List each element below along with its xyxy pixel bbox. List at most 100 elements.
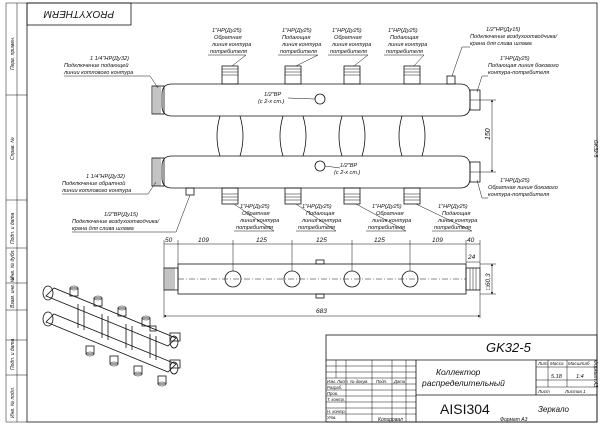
callout-bl-desc2: линии котлового контура xyxy=(61,188,131,194)
callout-bl-desc1: Подключение обратной xyxy=(62,180,125,187)
callout-top-2: 1"НР(Ду25) Подающая линия контура потреб… xyxy=(278,28,321,67)
callout-rm-desc1: Подающая линия бокового xyxy=(488,63,559,69)
callout-t1-l2: Обратная xyxy=(214,35,242,41)
bypass-tubes xyxy=(216,115,426,157)
title-name-line1: Коллектор xyxy=(436,367,481,377)
callout-bottom-4: 1"НР(Ду25) Подающая линия контура потреб… xyxy=(415,203,477,232)
dim-label-24: 24 xyxy=(467,254,476,261)
callout-sl-b: (с 2-х ст.) xyxy=(334,170,360,176)
side-label-inv-dubl: Инв. № дубл. xyxy=(10,249,16,280)
callout-t1-l4: потребителя xyxy=(210,49,247,55)
callout-sensor-lower: 1/2"ВР (с 2-х ст.) xyxy=(324,163,360,176)
dim-label-60-3: □60,3 xyxy=(485,273,492,290)
side-label-podp-data-2: Подп. и дата xyxy=(10,338,16,370)
callout-top-3: 1"НР(Ду25) Обратная линия контура потреб… xyxy=(328,28,371,67)
callout-b2-l4: потребителя xyxy=(298,225,335,231)
title-utv: Утв. xyxy=(327,415,337,420)
callout-t1-l1: 1"НР(Ду25) xyxy=(212,28,242,34)
title-mass: 5.18 xyxy=(551,374,563,380)
brand-name: PROXYTHERM xyxy=(43,8,114,19)
collector-top-view xyxy=(163,259,481,299)
callout-tl-size: 1 1/4"НР(Ду32) xyxy=(90,56,129,62)
callout-rb-desc2: контура-потребителя xyxy=(488,192,549,198)
collector-front-view xyxy=(151,65,481,205)
title-block: GK32-5 Коллектор распределительный AISI3… xyxy=(325,334,598,423)
title-code: GK32-5 xyxy=(486,340,532,355)
callout-t2-l4: потребителя xyxy=(280,49,317,55)
callout-right-bottom: 1"НР(Ду25) Обратная линия бокового конту… xyxy=(476,178,558,199)
callout-b3-l1: 1"НР(Ду25) xyxy=(372,204,402,210)
callout-ld-desc1: Подключение воздухоотводчика/ xyxy=(72,219,160,225)
title-sheet: Лист xyxy=(537,389,550,394)
callout-tl-desc1: Подключение подающей xyxy=(64,62,128,69)
callout-tl-desc2: линии котлового контура xyxy=(63,70,133,76)
sensor-port-upper xyxy=(314,93,326,105)
callout-sensor-upper: 1/2"ВР (с 2-х ст.) xyxy=(258,92,316,105)
title-tkontr: Т. контр. xyxy=(327,397,345,402)
sensor-port-lower xyxy=(314,160,326,172)
callout-tr-desc2: крана для слива шлама xyxy=(470,41,532,47)
dim-label-50: 50 xyxy=(165,237,173,244)
callout-bottom-2: 1"НР(Ду25) Подающая линия контура потреб… xyxy=(295,203,341,232)
edge-stamp-format: Формат АЗ xyxy=(592,360,598,387)
top-outlets xyxy=(221,65,421,85)
callout-t4-l1: 1"НР(Ду25) xyxy=(388,28,418,34)
air-vent-port xyxy=(446,75,456,85)
callout-rb-desc1: Обратная линия бокового xyxy=(488,185,558,191)
title-row-list: Лист xyxy=(336,379,348,384)
callout-t4-l2: Подающая xyxy=(390,35,419,41)
title-razrab: Разраб. xyxy=(327,385,342,390)
drawing-frame xyxy=(26,2,598,423)
top-view-dimensions: 50 109 125 125 125 109 40 24 □60,3 683 xyxy=(163,237,496,318)
callout-b4-l1: 1"НР(Ду25) xyxy=(438,204,468,210)
callout-t2-l1: 1"НР(Ду25) xyxy=(282,28,312,34)
callout-tr-size: 1/2"НР(Ду15) xyxy=(486,27,520,33)
top-view-upper-nub xyxy=(315,259,325,265)
callout-b4-l2: Подающая xyxy=(442,211,471,217)
callout-top-right: 1/2"НР(Ду15) Подключение воздухоотводчик… xyxy=(451,27,558,77)
callout-t4-l3: линия контура xyxy=(387,42,427,48)
collector-isometric-view xyxy=(42,285,181,387)
side-stamp-column: Перв. примен. Справ. № Подп. и дата Инв.… xyxy=(5,2,27,423)
callout-ld-size: 1/2"ВР(Ду15) xyxy=(104,212,138,218)
callout-top-left: 1 1/4"НР(Ду32) Подключение подающей лини… xyxy=(63,56,159,89)
callout-top-4: 1"НР(Ду25) Подающая линия контура потреб… xyxy=(384,28,427,67)
title-row-podp: Подп. xyxy=(376,379,387,384)
callout-t3-l3: линия контура xyxy=(331,42,371,48)
footer-kopiroval: Копировал xyxy=(378,417,403,423)
dim-label-40: 40 xyxy=(467,237,475,244)
callout-b3-l2: Обратная xyxy=(376,211,404,217)
title-sheets: Листов 1 xyxy=(564,389,586,394)
callout-bottom-1: 1"НР(Ду25) Обратная линия контура потреб… xyxy=(233,203,279,232)
footer-format: Формат А3 xyxy=(500,417,528,423)
callout-b3-l3: линия контура xyxy=(371,218,411,224)
callout-b1-l2: Обратная xyxy=(242,211,270,217)
callouts-top-row: 1"НР(Ду25) Обратная линия контура потреб… xyxy=(208,28,427,67)
supply-header-pipe xyxy=(161,83,471,117)
callout-rb-size: 1"НР(Ду25) xyxy=(500,178,530,184)
callout-b1-l4: потребителя xyxy=(236,225,273,231)
side-label-vzam-inv: Взам. инв. № xyxy=(10,276,16,308)
title-finish: Зеркало xyxy=(538,405,569,414)
callout-b3-l4: потребителя xyxy=(368,225,405,231)
callout-top-1: 1"НР(Ду25) Обратная линия контура потреб… xyxy=(208,28,251,67)
return-header-pipe xyxy=(161,155,471,189)
side-label-sprav: Справ. № xyxy=(10,137,16,160)
callout-tr-desc1: Подключение воздухоотводчика/ xyxy=(470,34,558,40)
callout-right-mid: 1"НР(Ду25) Подающая линия бокового конту… xyxy=(476,56,559,93)
title-nkontr: Н. контр. xyxy=(327,409,346,414)
drain-port xyxy=(185,187,195,196)
dim-label-125b: 125 xyxy=(316,237,327,244)
callout-bottom-3: 1"НР(Ду25) Обратная линия контура потреб… xyxy=(355,203,411,232)
callout-bl-size: 1 1/4"НР(Ду32) xyxy=(86,174,125,180)
callout-b2-l1: 1"НР(Ду25) xyxy=(302,204,332,210)
callout-t3-l2: Обратная xyxy=(334,35,362,41)
callout-b4-l4: потребителя xyxy=(434,225,471,231)
title-name-line2: распределительный xyxy=(421,378,505,388)
title-prov: Пров. xyxy=(327,391,338,396)
callout-b1-l1: 1"НР(Ду25) xyxy=(240,204,270,210)
callout-rm-desc2: контура-потребителя xyxy=(488,70,549,76)
dim-label-150: 150 xyxy=(485,128,492,140)
dim-label-109b: 109 xyxy=(432,237,443,244)
